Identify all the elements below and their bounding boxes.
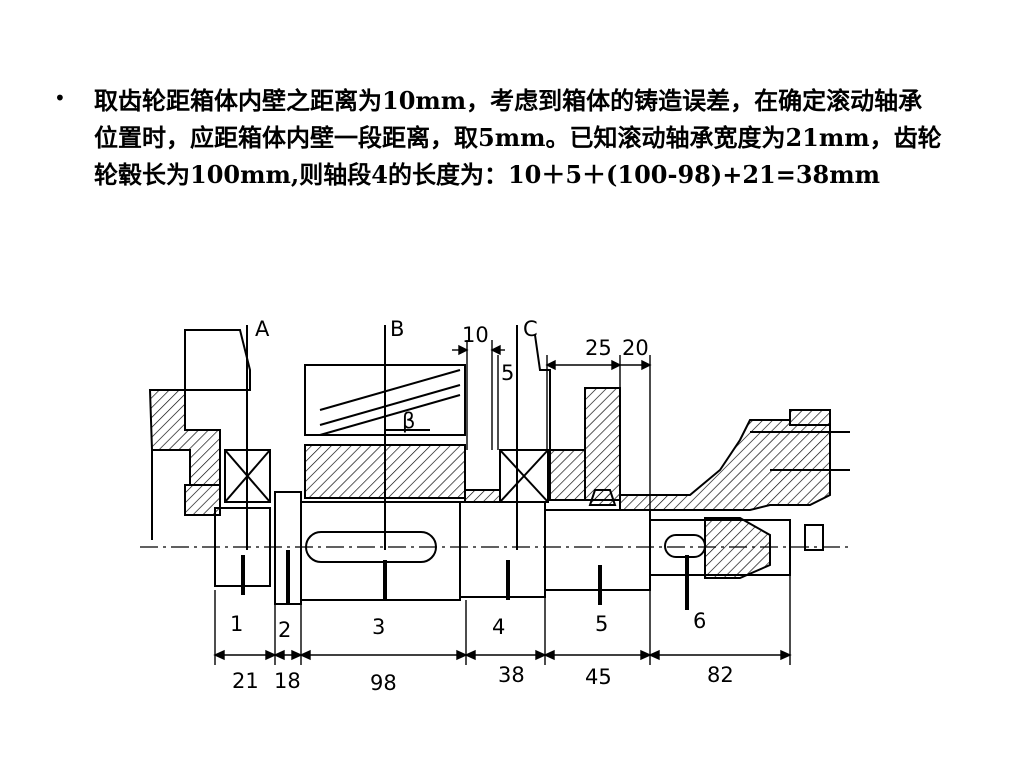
- segment-markers: [241, 550, 689, 610]
- dim-10: 10: [462, 323, 489, 347]
- length-98: 98: [370, 671, 397, 695]
- length-38: 38: [498, 663, 525, 687]
- length-45: 45: [585, 665, 612, 689]
- section-label-b: B: [390, 317, 404, 341]
- segment-number-5: 5: [595, 612, 608, 636]
- shaft-assembly-drawing: A B C β 10 5 25 20: [140, 317, 850, 695]
- segment-number-1: 1: [230, 612, 243, 636]
- segment-number-6: 6: [693, 609, 706, 633]
- segment-number-4: 4: [492, 615, 505, 639]
- dim-25: 25: [585, 336, 612, 360]
- left-housing: [148, 329, 251, 540]
- helix-angle-label: β: [402, 409, 415, 433]
- section-label-c: C: [523, 317, 538, 341]
- bottom-dimension-chain: [213, 575, 792, 665]
- dim-5: 5: [501, 361, 514, 385]
- section-label-a: A: [255, 317, 270, 341]
- section-lines: [246, 325, 518, 550]
- bullet-text: 取齿轮距箱体内壁之距离为10mm，考虑到箱体的铸造误差，在确定滚动轴承位置时，应…: [94, 86, 942, 189]
- length-82: 82: [707, 663, 734, 687]
- length-21: 21: [232, 669, 259, 693]
- length-18: 18: [274, 669, 301, 693]
- right-housing: [534, 334, 850, 551]
- dim-20: 20: [622, 336, 649, 360]
- segment-number-3: 3: [372, 615, 385, 639]
- segment-number-2: 2: [278, 618, 291, 642]
- top-dimension-lines: [452, 340, 652, 515]
- shaft: [140, 491, 850, 605]
- bullet-marker: •: [54, 86, 66, 110]
- right-bearing: [464, 449, 549, 503]
